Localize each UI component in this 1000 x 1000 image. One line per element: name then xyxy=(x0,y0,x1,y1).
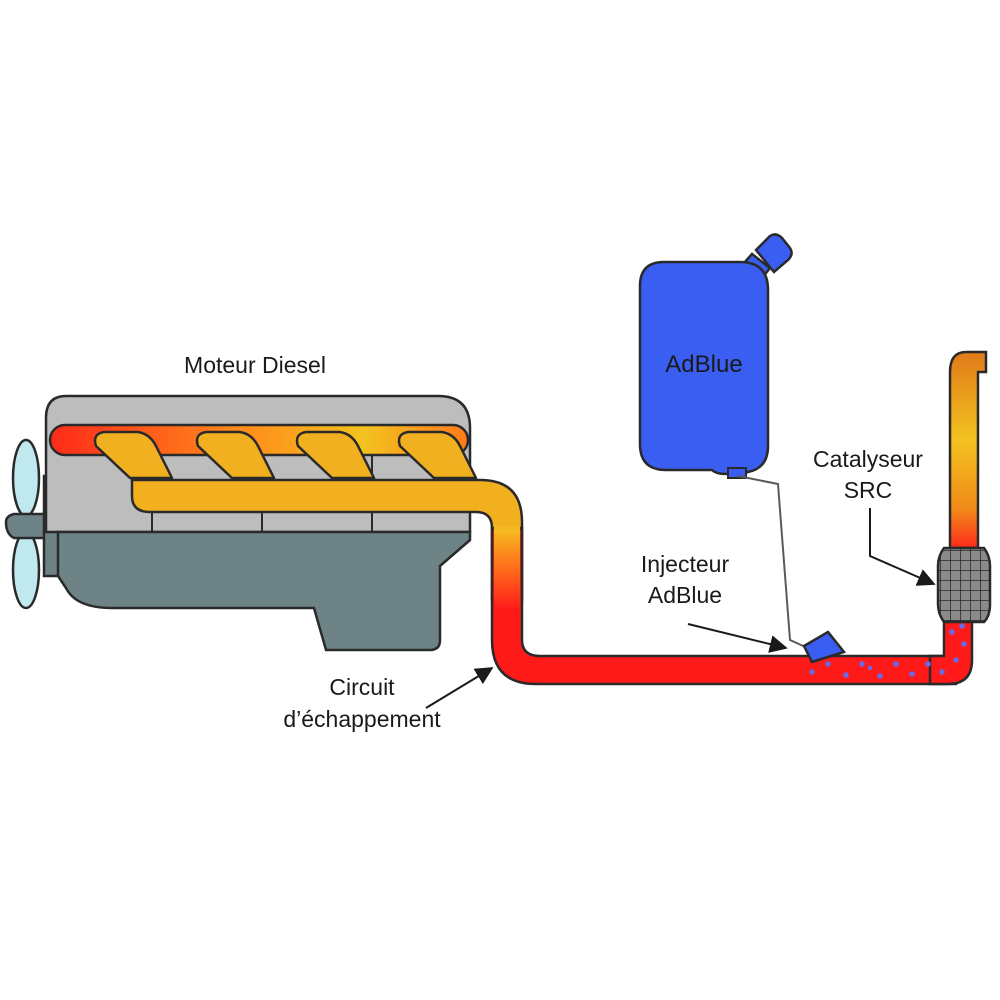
adblue-feed-line xyxy=(737,475,813,651)
engine-sump xyxy=(56,530,472,652)
label-exhaust-line2: d’échappement xyxy=(283,706,441,732)
adblue-injector xyxy=(802,630,847,664)
label-exhaust-line1: Circuit xyxy=(329,674,395,700)
adblue-tank xyxy=(638,233,793,479)
label-injector-line1: Injecteur xyxy=(641,551,730,577)
tank-cap-icon xyxy=(754,233,793,274)
label-catalyst-line2: SRC xyxy=(844,477,893,503)
label-injector-line2: AdBlue xyxy=(648,582,722,608)
callout-arrows xyxy=(425,508,936,709)
arrow-injector xyxy=(687,623,788,653)
label-catalyst-line1: Catalyseur xyxy=(813,446,923,472)
arrow-catalyst xyxy=(869,508,936,586)
exhaust-manifold xyxy=(93,430,478,480)
label-tank: AdBlue xyxy=(665,351,742,378)
arrow-exhaust xyxy=(425,667,494,709)
diesel-engine xyxy=(4,394,478,652)
label-engine: Moteur Diesel xyxy=(184,352,326,378)
tailpipe xyxy=(948,350,988,550)
adblue-droplets xyxy=(809,623,967,679)
fan-icon xyxy=(4,438,56,610)
exhaust-pipe xyxy=(130,478,974,686)
scr-catalyst xyxy=(936,546,992,624)
